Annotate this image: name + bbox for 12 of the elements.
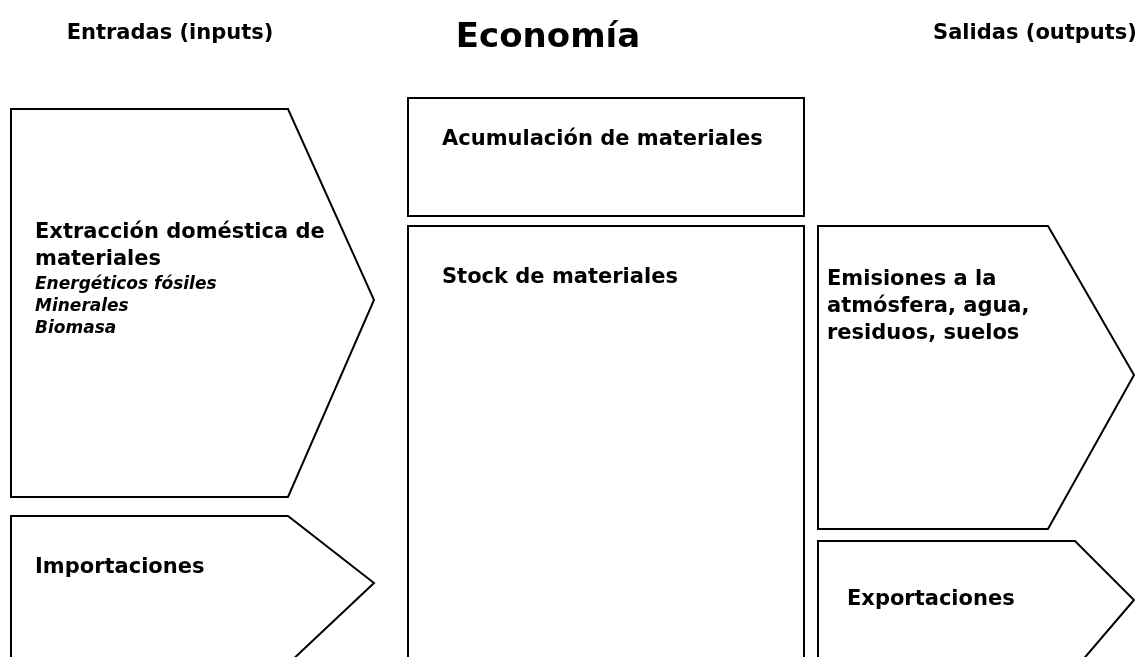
- node-item: Minerales: [35, 294, 129, 316]
- node-title: Exportaciones: [847, 585, 1016, 612]
- column-heading: Entradas (inputs): [66, 20, 274, 44]
- node-title: Extracción doméstica de materiales: [35, 218, 326, 272]
- node-title: Acumulación de materiales: [442, 125, 764, 152]
- node-title: Stock de materiales: [442, 263, 679, 290]
- diagram-title: Economía: [455, 15, 641, 55]
- node-item: Energéticos fósiles: [35, 272, 217, 294]
- node-title: Emisiones a la atmósfera, agua, residuos, suelos: [827, 265, 1031, 346]
- node-item: Biomasa: [35, 316, 117, 338]
- column-heading: Salidas (outputs): [933, 20, 1135, 44]
- node-title: Importaciones: [35, 553, 206, 580]
